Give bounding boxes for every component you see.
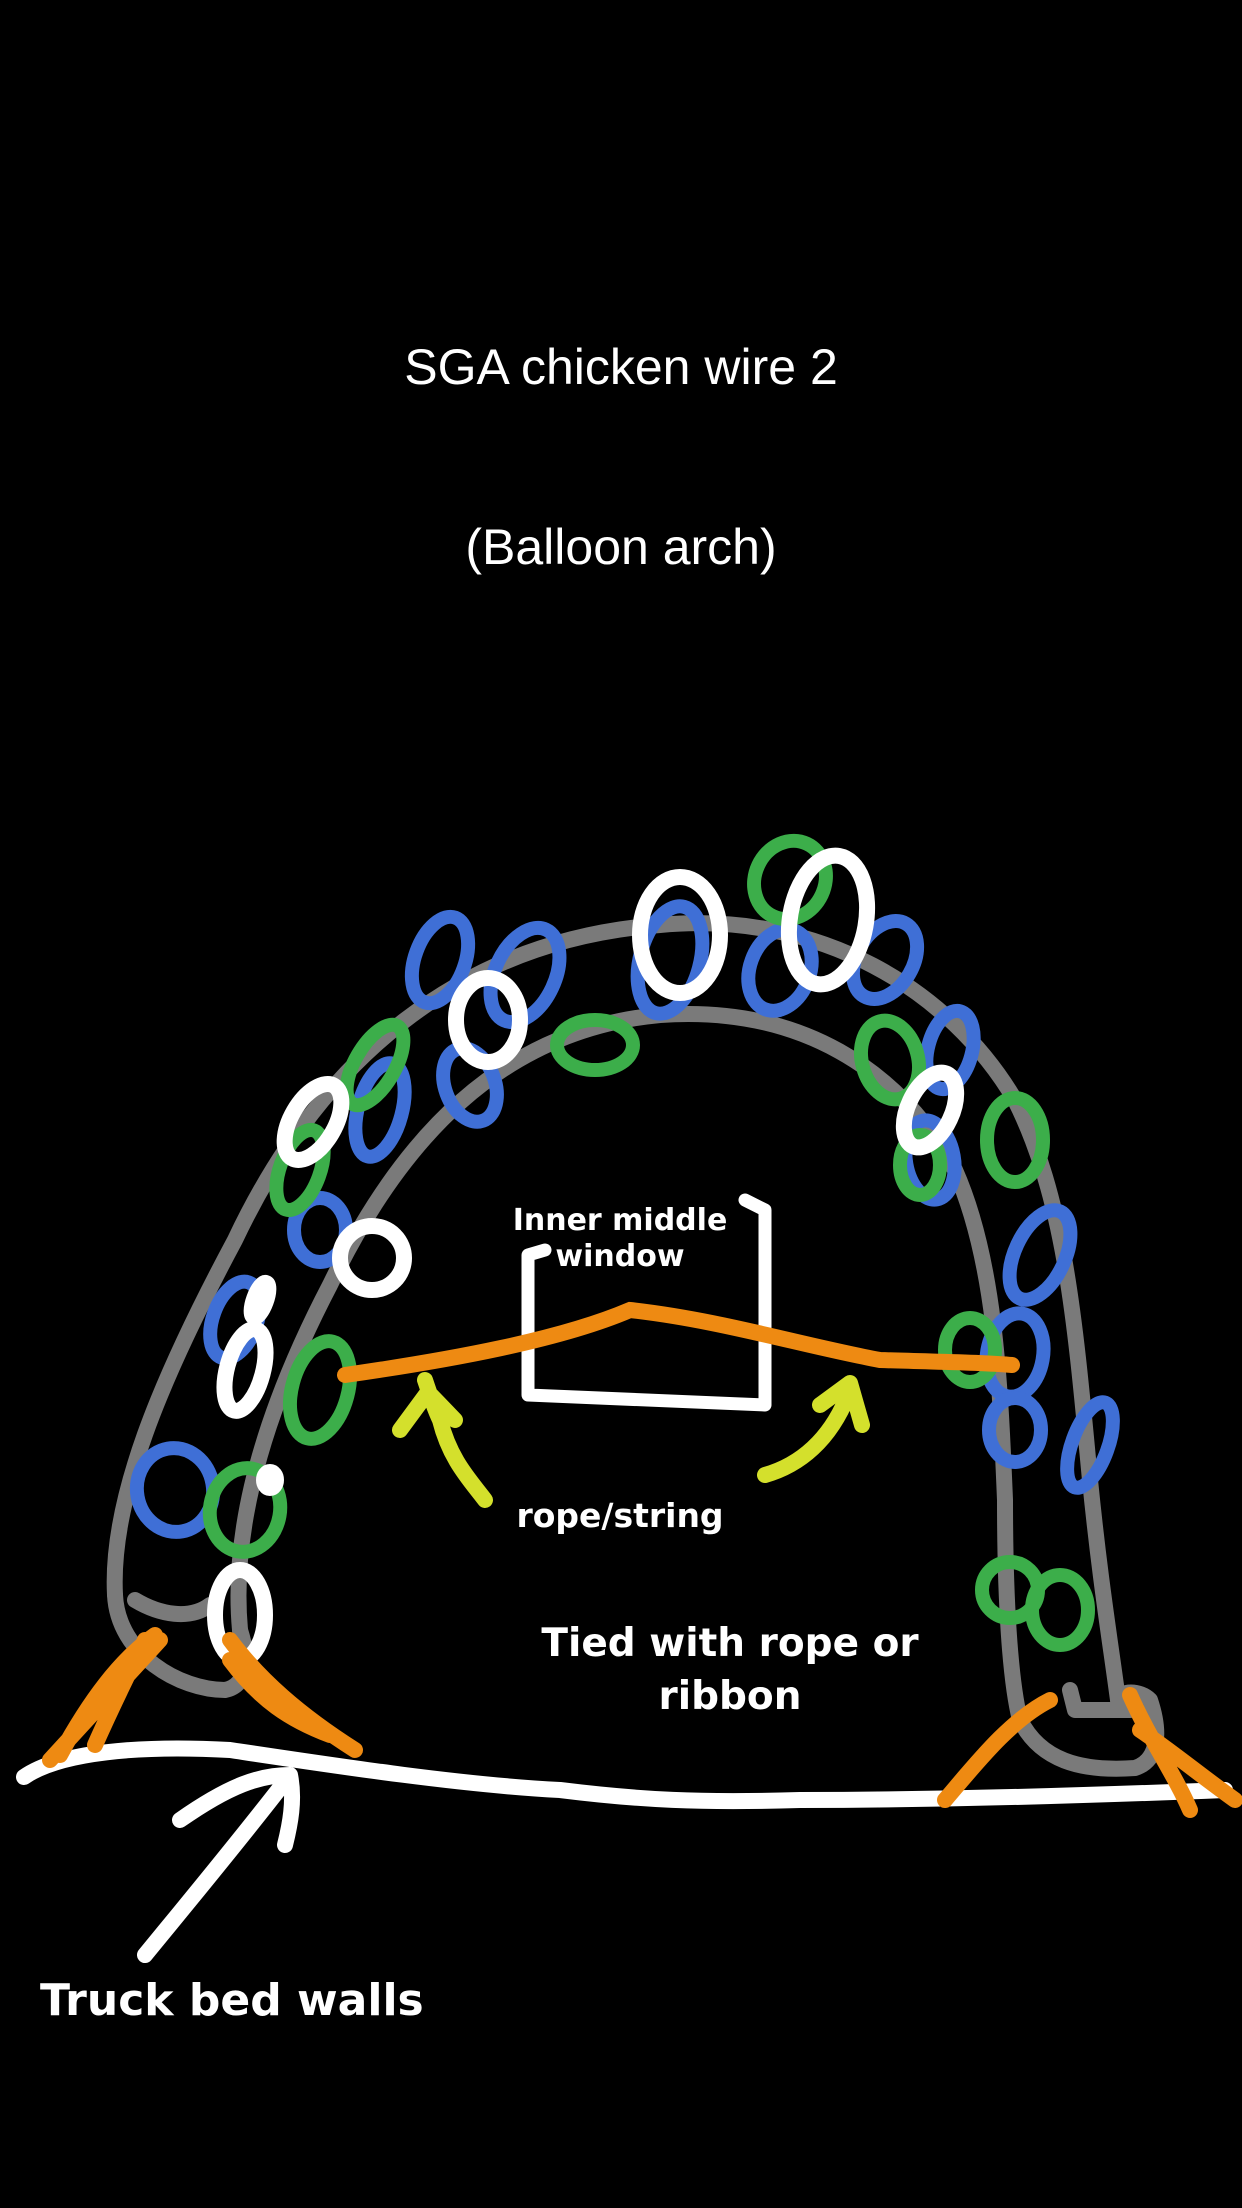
white-balloon [243, 1274, 277, 1326]
label-inner-window-line1: Inner middle [512, 1203, 728, 1238]
right-tie-inner [937, 1692, 1058, 1808]
truck-arrow [137, 1767, 301, 1963]
white-balloon [216, 1321, 274, 1419]
green-balloon [938, 1311, 1002, 1389]
truck-bed-line [16, 1740, 1233, 1810]
white-balloon [632, 869, 728, 1001]
left-tie-outer [42, 1627, 168, 1768]
label-inner-window-line2: window [555, 1239, 685, 1274]
left-tie-inner [222, 1632, 363, 1758]
white-balloon [332, 1218, 412, 1298]
label-tied-line2: ribbon [658, 1674, 802, 1719]
label-tied: Tied with rope or ribbon [500, 1617, 960, 1723]
green-balloon [283, 1334, 357, 1446]
arrow-left [392, 1372, 493, 1508]
green-balloon [893, 1128, 947, 1202]
white-balloons [207, 847, 965, 1668]
blue-balloon [1002, 1203, 1078, 1307]
green-balloons [202, 833, 1095, 1652]
green-balloon [1025, 1568, 1095, 1652]
blue-balloon [919, 1003, 981, 1097]
arrow-right [757, 1375, 870, 1483]
blue-balloon [1060, 1395, 1120, 1495]
blue-balloon [404, 909, 476, 1011]
green-balloon [747, 833, 833, 927]
inner-middle-window [521, 1193, 772, 1412]
yellow-arrows [392, 1372, 870, 1508]
green-balloon [269, 1122, 331, 1218]
green-balloon [339, 1017, 411, 1113]
blue-balloon [741, 922, 819, 1018]
label-inner-window: Inner middle window [460, 1203, 780, 1275]
right-tie-outer [1122, 1687, 1242, 1818]
rope-string [337, 1301, 1020, 1383]
white-balloon [895, 1064, 965, 1156]
label-truck-bed-walls: Truck bed walls [40, 1975, 424, 2026]
arch-frame-left-curl [127, 1592, 218, 1623]
blue-balloon [483, 920, 567, 1030]
label-tied-line1: Tied with rope or [541, 1621, 919, 1666]
green-balloon [550, 1013, 640, 1077]
label-rope-string: rope/string [516, 1496, 724, 1535]
white-balloon [448, 970, 528, 1070]
white-balloon [276, 1076, 350, 1168]
green-balloon [202, 1461, 288, 1559]
white-balloon [780, 847, 876, 993]
diagram-title: SGA chicken wire 2 [404, 339, 838, 395]
green-balloon [980, 1091, 1050, 1189]
arch-frame-right-clip [1062, 1682, 1138, 1718]
rope-ties [42, 1627, 1242, 1818]
green-balloon [854, 1013, 926, 1107]
diagram-subtitle: (Balloon arch) [465, 519, 777, 575]
white-balloon [256, 1464, 284, 1496]
blue-balloon [982, 1391, 1048, 1469]
arch-frame-inner [230, 1006, 1028, 1728]
